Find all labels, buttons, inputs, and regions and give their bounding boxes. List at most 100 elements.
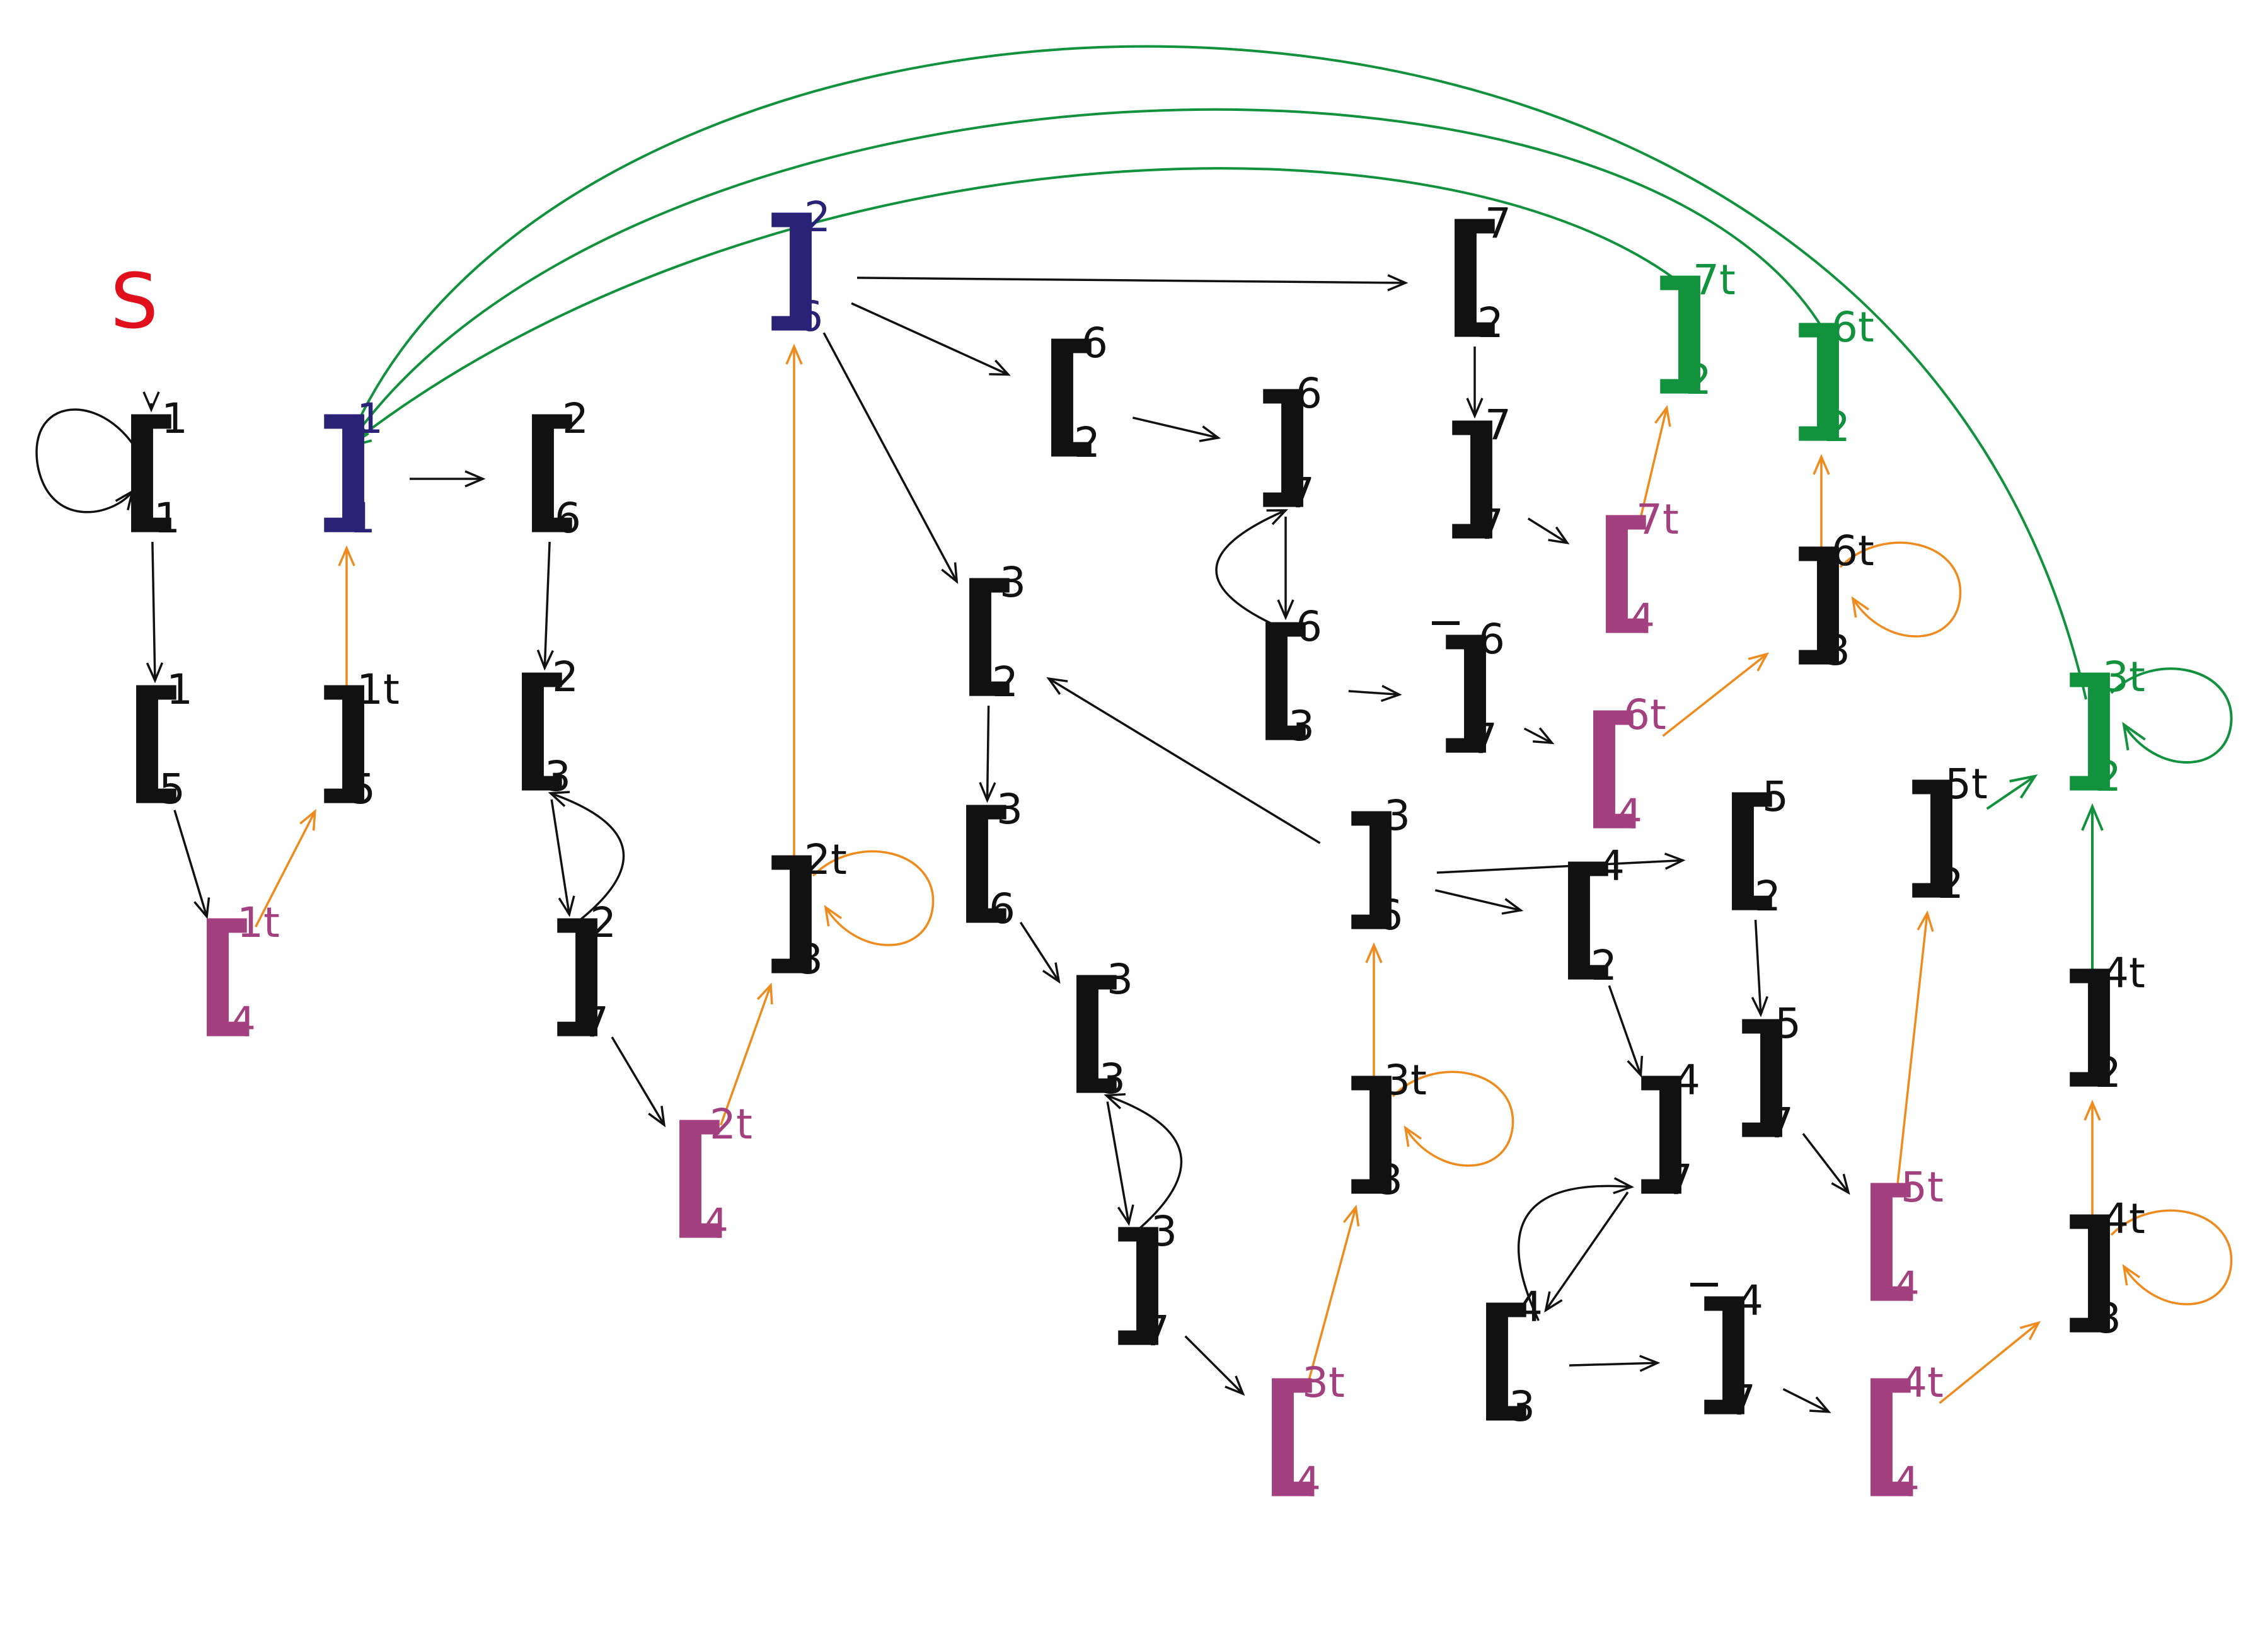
edge-o36-c76	[1215, 509, 1289, 631]
node-bracket: ]	[2061, 650, 2121, 805]
edge-c75-o45t	[1802, 1133, 1850, 1195]
node-bracket: ]	[1695, 1274, 1756, 1428]
node-superscript: 2	[804, 193, 831, 241]
node-superscript: 1	[357, 394, 383, 443]
node-superscript: 6t	[1831, 303, 1874, 352]
node-superscript: 6t	[1831, 527, 1874, 575]
edge-c32t-c32t	[812, 850, 935, 946]
node-bracket: ]	[1790, 524, 1850, 679]
node-subscript: 7	[1767, 1099, 1794, 1147]
node-superscript: 5	[1762, 772, 1789, 821]
edge-o33-c73	[1106, 1101, 1134, 1227]
edge-c76b-o46t	[1523, 727, 1555, 745]
edge-c23t-c23t	[2110, 667, 2233, 764]
node-superscript: 2t	[804, 835, 847, 884]
node-subscript: 2	[2095, 1048, 2121, 1097]
node-bracket: ]	[1443, 398, 1504, 553]
node-subscript: 2	[1074, 418, 1100, 467]
node-bracket: ]	[1632, 1053, 1693, 1208]
node-subscript: 1	[349, 494, 376, 542]
node-bracket: [	[1065, 953, 1126, 1107]
edges-layer	[35, 45, 2233, 1413]
node-bracket: [	[1582, 688, 1642, 842]
node-subscript: 7	[1143, 1307, 1170, 1355]
node-subscript: 2	[1824, 403, 1850, 451]
edge-o34-c74b	[1569, 1355, 1661, 1372]
node-subscript: 4	[1893, 1263, 1920, 1311]
node-superscript: 5t	[1901, 1163, 1944, 1212]
node-subscript: 3	[1509, 1382, 1535, 1431]
node-superscript: 3	[1384, 791, 1410, 840]
node-subscript: 2	[1937, 859, 1964, 908]
node-superscript: 4t	[2102, 1195, 2145, 1243]
node-superscript: 3	[1151, 1207, 1177, 1256]
node-bracket: [	[195, 896, 256, 1050]
edge-o63-o33	[1019, 921, 1061, 984]
edge-o24-c74	[1608, 985, 1644, 1078]
node-bracket: [	[1594, 493, 1655, 647]
node-subscript: 7	[1666, 1156, 1693, 1204]
node-subscript: 6	[989, 885, 1015, 933]
edge-c25t-c23t	[1986, 774, 2038, 810]
start-symbol: S	[110, 258, 159, 346]
node-superscript: 3	[1107, 955, 1133, 1004]
node-bracket: ]	[2061, 946, 2121, 1101]
edge-o62-o32	[536, 541, 554, 671]
node-subscript: 7	[1477, 500, 1504, 549]
node-bracket: ]	[1437, 612, 1497, 767]
node-subscript: 4	[1893, 1458, 1920, 1506]
node-bracket: [	[510, 650, 571, 805]
node-subscript: 7	[1288, 469, 1315, 517]
node-superscript: 6t	[1623, 691, 1666, 739]
node-superscript: 1	[166, 665, 193, 714]
node-overbar	[1690, 1283, 1718, 1287]
node-bracket: ]	[315, 663, 376, 817]
node-subscript: 3	[2095, 1294, 2121, 1343]
edge-o32-c72	[550, 799, 575, 917]
node-superscript: 6	[1081, 319, 1108, 367]
node-superscript: 2	[552, 653, 579, 701]
node-subscript: 4	[1294, 1458, 1321, 1506]
node-bracket: ]	[1903, 757, 1964, 912]
edge-o23-o63	[979, 705, 996, 803]
node-superscript: 5t	[1945, 760, 1988, 808]
node-bracket: ]	[548, 896, 609, 1050]
edge-o11-o15	[146, 541, 164, 684]
edge-c77-o47t	[1527, 517, 1570, 545]
edge-c72-o32	[548, 791, 625, 928]
node-superscript: 1t	[357, 665, 400, 714]
node-superscript: 7	[1485, 199, 1511, 248]
node-subscript: 4	[1616, 790, 1642, 839]
edge-c34t-c34t	[2110, 1209, 2233, 1305]
node-superscript: 6	[1296, 602, 1322, 651]
node-superscript: 1t	[237, 898, 280, 947]
edge-c26t-c11	[345, 108, 1829, 450]
node-superscript: 4	[1674, 1056, 1700, 1104]
node-bracket: [	[125, 663, 185, 817]
node-bracket: [	[1254, 600, 1315, 754]
node-superscript: 2	[590, 898, 616, 947]
node-superscript: 3	[1000, 558, 1026, 607]
node-bracket: [	[521, 392, 581, 546]
node-bracket: [	[955, 783, 1015, 937]
node-subscript: 4	[1628, 595, 1655, 643]
node-subscript: 7	[1729, 1376, 1756, 1425]
edge-o43t-c33t	[1307, 1204, 1360, 1382]
node-superscript: 7t	[1636, 495, 1679, 544]
node-bracket: ]	[315, 392, 376, 546]
node-subscript: 3	[1288, 702, 1315, 750]
edge-c62-o26	[851, 302, 1011, 376]
node-subscript: 7	[1471, 714, 1497, 763]
edge-o44t-c34t	[1939, 1321, 2041, 1404]
edge-c63-o23	[1046, 677, 1321, 844]
node-bracket: [	[958, 556, 1018, 710]
node-subscript: 6	[797, 292, 823, 341]
edge-c73-o43t	[1184, 1335, 1245, 1396]
node-superscript: 4	[1598, 842, 1625, 890]
edge-o46t-c36t	[1662, 652, 1770, 737]
edge-o14t-c15t	[255, 808, 316, 927]
node-superscript: 2t	[710, 1100, 752, 1149]
node-bracket: ]	[2061, 1192, 2121, 1346]
node-subscript: 7	[582, 998, 609, 1047]
edge-o15-o14t	[173, 810, 210, 919]
